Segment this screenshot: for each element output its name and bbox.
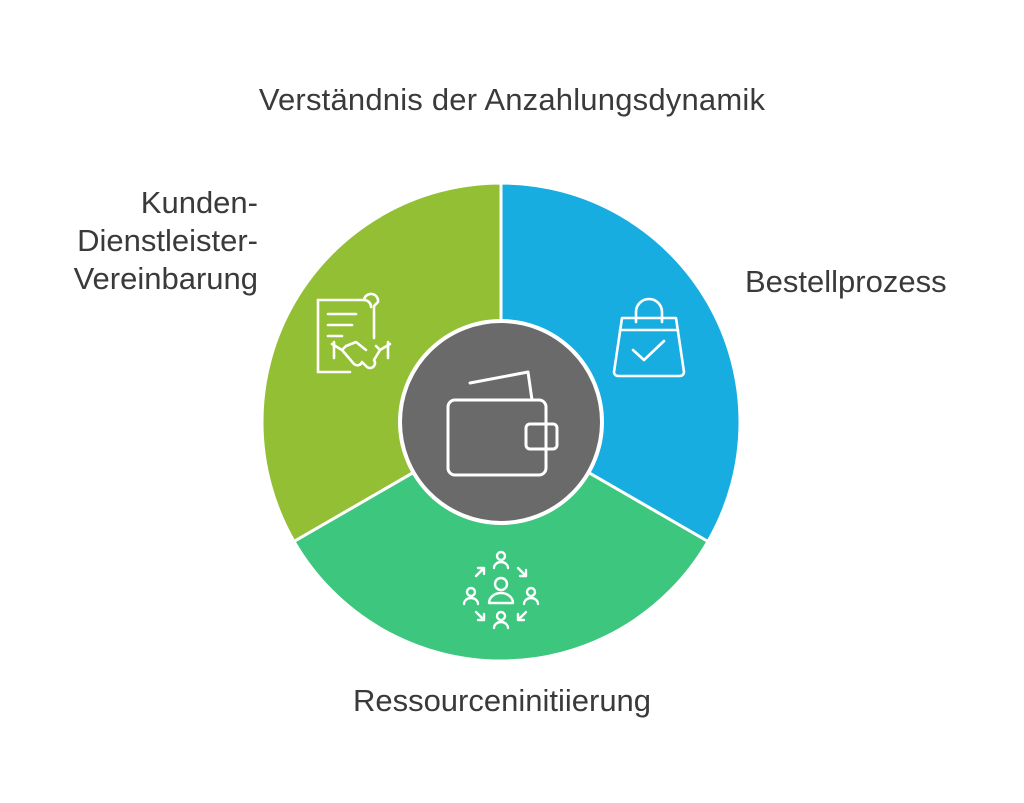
label-line: Kunden- bbox=[140, 185, 258, 220]
contract-handshake-icon bbox=[316, 292, 392, 374]
label-bestellprozess: Bestellprozess bbox=[745, 263, 947, 301]
label-line: Vereinbarung bbox=[73, 261, 258, 296]
label-line: Ressourceninitiierung bbox=[352, 683, 652, 718]
label-ressourceninitiierung: Ressourceninitiierung bbox=[0, 682, 1004, 720]
shopping-bag-check-icon bbox=[612, 297, 686, 378]
label-line: Dienstleister- bbox=[77, 223, 258, 258]
segment-ressourceninitiierung bbox=[291, 420, 711, 663]
label-line: Bestellprozess bbox=[745, 264, 947, 299]
diagram-title: Verständnis der Anzahlungsdynamik bbox=[258, 82, 766, 117]
center-circle bbox=[398, 319, 604, 525]
wallet-icon bbox=[446, 370, 559, 477]
label-kunden-dienstleister-vereinbarung: Kunden- Dienstleister- Vereinbarung bbox=[0, 184, 258, 298]
team-cycle-icon bbox=[462, 550, 540, 630]
